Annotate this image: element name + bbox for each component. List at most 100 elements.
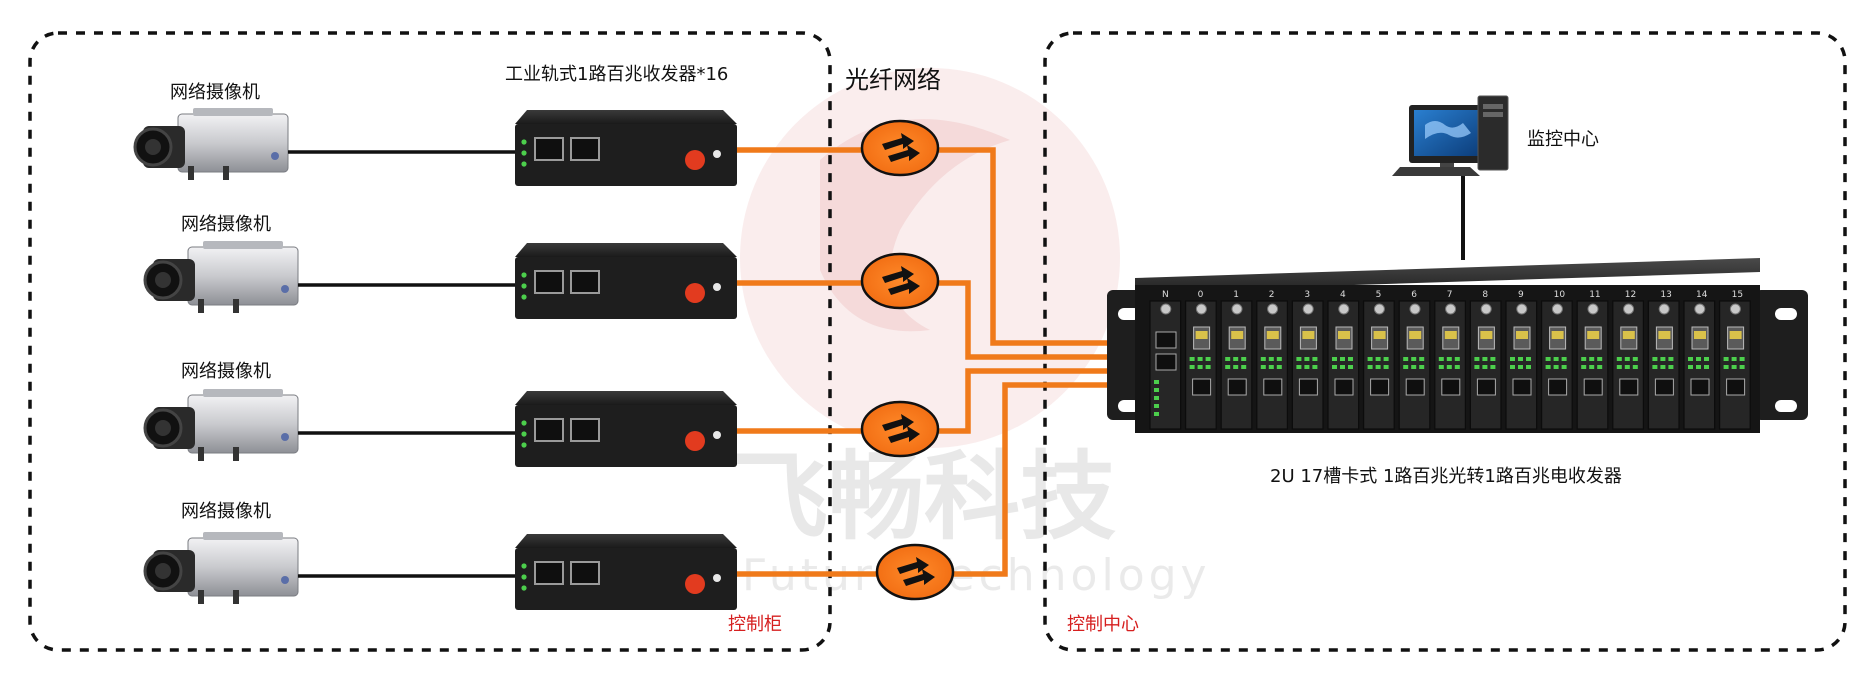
status-led (1688, 357, 1693, 361)
status-led (1348, 365, 1353, 369)
fiber-module-latch (1373, 331, 1386, 339)
media-converter-card: 11 (1576, 290, 1609, 430)
status-led (1438, 365, 1444, 369)
fiber-module-latch (1622, 331, 1635, 339)
rj45-port (1370, 378, 1390, 396)
status-led (1553, 357, 1559, 361)
status-led (1154, 388, 1159, 392)
fiber-port (713, 283, 721, 291)
status-led (1268, 365, 1274, 369)
arrow-icon (882, 414, 914, 431)
status-led (1624, 365, 1630, 369)
status-led (1332, 357, 1337, 361)
slot-number: 0 (1198, 290, 1204, 300)
status-led (1446, 365, 1452, 369)
thumb-screw (1267, 303, 1279, 315)
status-led (1616, 365, 1622, 369)
status-led (521, 272, 527, 278)
media-converter-card: 14 (1683, 290, 1716, 430)
status-led (1660, 357, 1666, 361)
media-converter-card: 0 (1184, 290, 1217, 430)
media-converter-card: 7 (1434, 290, 1467, 430)
thumb-screw (1623, 303, 1635, 315)
status-led (521, 431, 527, 437)
keyboard (1392, 167, 1480, 176)
fiber-network-node (875, 543, 955, 601)
status-led (1510, 357, 1515, 361)
ear-hole (1775, 308, 1797, 320)
status-led (1419, 365, 1425, 369)
status-led (1419, 357, 1425, 361)
status-led (1561, 357, 1567, 361)
slot-number: 7 (1447, 290, 1453, 300)
status-led (1375, 357, 1381, 361)
fiber-module-latch (1587, 331, 1600, 339)
fiber-port (713, 574, 721, 582)
fiber-module-latch (1444, 331, 1457, 339)
status-led (1241, 365, 1247, 369)
status-led (1205, 365, 1211, 369)
status-led (1304, 365, 1310, 369)
status-led (1260, 357, 1266, 361)
rj45-port (1334, 378, 1354, 396)
fiber-module-latch (1729, 331, 1742, 339)
slot-number: 14 (1696, 290, 1708, 300)
slot-number: 4 (1340, 290, 1346, 300)
media-converter-card: 10 (1540, 290, 1573, 430)
slot-number: 6 (1411, 290, 1417, 300)
status-led (521, 442, 527, 448)
media-converter-card: 13 (1647, 290, 1680, 430)
status-led (1383, 357, 1389, 361)
camera-row: 网络摄像机 (143, 361, 737, 467)
slot-number: 11 (1589, 290, 1600, 300)
status-led (1438, 357, 1444, 361)
status-led (1454, 365, 1460, 369)
rj45-port (534, 561, 564, 585)
camera-label: 网络摄像机 (181, 501, 271, 522)
media-converter-card: 9 (1505, 290, 1538, 430)
camera-row: 网络摄像机 (143, 501, 737, 610)
status-led (1632, 365, 1638, 369)
status-led (1545, 357, 1551, 361)
fiber-network-label: 光纤网络 (845, 66, 941, 94)
fiber-port (713, 431, 721, 439)
status-led (1197, 365, 1203, 369)
status-led (1553, 365, 1559, 369)
media-converter-card: 8 (1469, 290, 1502, 430)
rj45-port (1476, 378, 1496, 396)
status-led (1510, 365, 1515, 369)
management-card: N (1149, 290, 1182, 430)
status-led (1597, 357, 1603, 361)
rj45-port (1619, 378, 1639, 396)
thumb-screw (1195, 303, 1207, 315)
status-led (1660, 365, 1666, 369)
status-led (521, 283, 527, 289)
fiber-port-cap (685, 150, 705, 170)
status-led (1312, 365, 1318, 369)
pc-drive-bay (1483, 104, 1503, 109)
status-led (1652, 365, 1658, 369)
control-center-zone (1043, 31, 1847, 652)
rj45-port (1155, 353, 1177, 371)
fiber-network-node (860, 119, 940, 177)
status-led (1411, 357, 1417, 361)
status-led (1154, 404, 1159, 408)
status-led (1624, 357, 1630, 361)
status-led (1446, 357, 1452, 361)
status-led (1225, 357, 1231, 361)
status-led (1189, 357, 1195, 361)
rj45-port (570, 418, 600, 442)
media-converter-card: 5 (1362, 290, 1395, 430)
rj45-port (1227, 378, 1247, 396)
status-led (1154, 380, 1159, 384)
media-converter-card: 4 (1327, 290, 1360, 430)
fiber-module-latch (1480, 331, 1493, 339)
status-led (1154, 412, 1159, 416)
status-led (521, 574, 527, 580)
status-led (1233, 365, 1239, 369)
thumb-screw (1373, 303, 1385, 315)
slot-number: 12 (1625, 290, 1636, 300)
slot-number: 15 (1732, 290, 1743, 300)
